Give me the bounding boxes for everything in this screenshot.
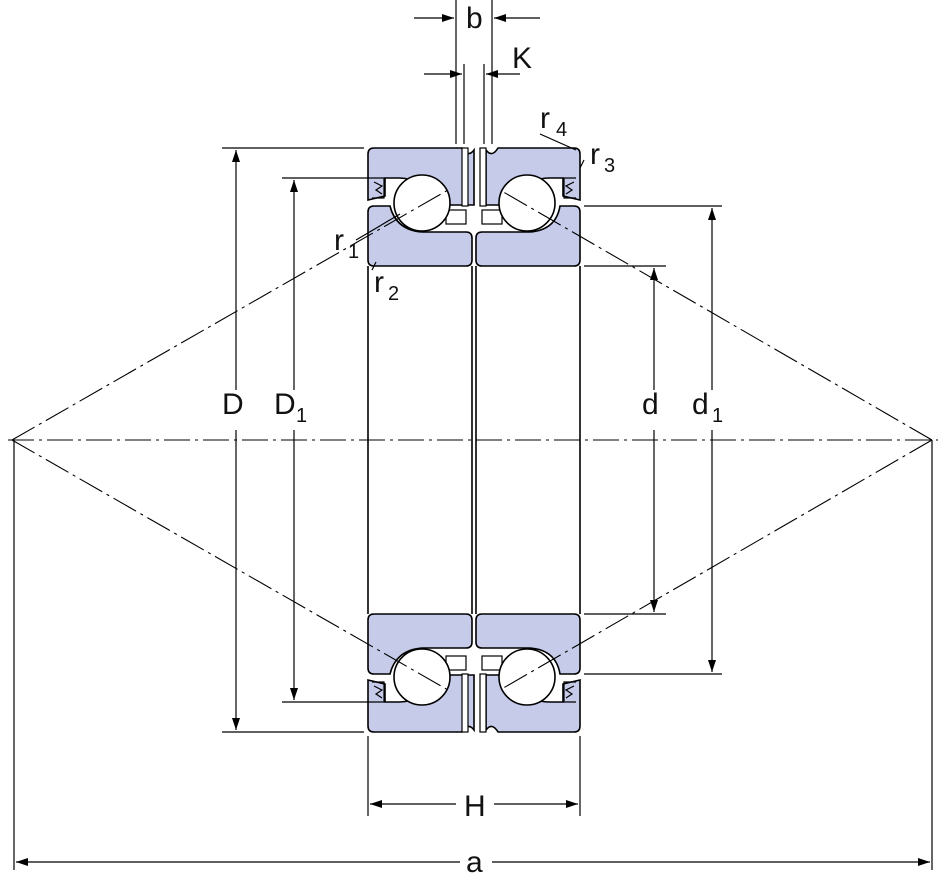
label-D1: D: [274, 388, 296, 421]
label-D1-sub: 1: [296, 405, 307, 427]
label-b: b: [466, 2, 483, 35]
cages: [445, 209, 503, 671]
label-r2: r: [374, 266, 384, 299]
label-r1: r: [334, 224, 344, 257]
label-D: D: [222, 388, 244, 421]
label-r4: r: [540, 102, 550, 135]
spacers: [461, 147, 487, 733]
ball-top-left: [393, 174, 451, 232]
label-r4-sub: 4: [556, 119, 567, 141]
label-r2-sub: 2: [388, 283, 399, 305]
label-K: K: [512, 42, 532, 75]
ball-bottom-left: [393, 648, 451, 706]
seals: [372, 177, 576, 703]
center-lines: [8, 189, 938, 691]
balls: [393, 174, 556, 706]
labels: b K r 4 r 3 r 1 r 2 D D 1 d d 1 H a: [222, 2, 723, 879]
label-r3-sub: 3: [604, 155, 615, 177]
ball-top-right: [498, 174, 556, 232]
label-d: d: [642, 388, 659, 421]
label-r3: r: [590, 138, 600, 171]
extension-lines: [13, 0, 933, 870]
label-d1: d: [692, 388, 709, 421]
label-d1-sub: 1: [712, 405, 723, 427]
label-H: H: [464, 790, 486, 823]
dimension-lines: [16, 14, 930, 866]
label-r1-sub: 1: [348, 241, 359, 263]
label-a: a: [466, 846, 483, 877]
leader-lines: [355, 133, 585, 271]
ball-bottom-right: [498, 648, 556, 706]
